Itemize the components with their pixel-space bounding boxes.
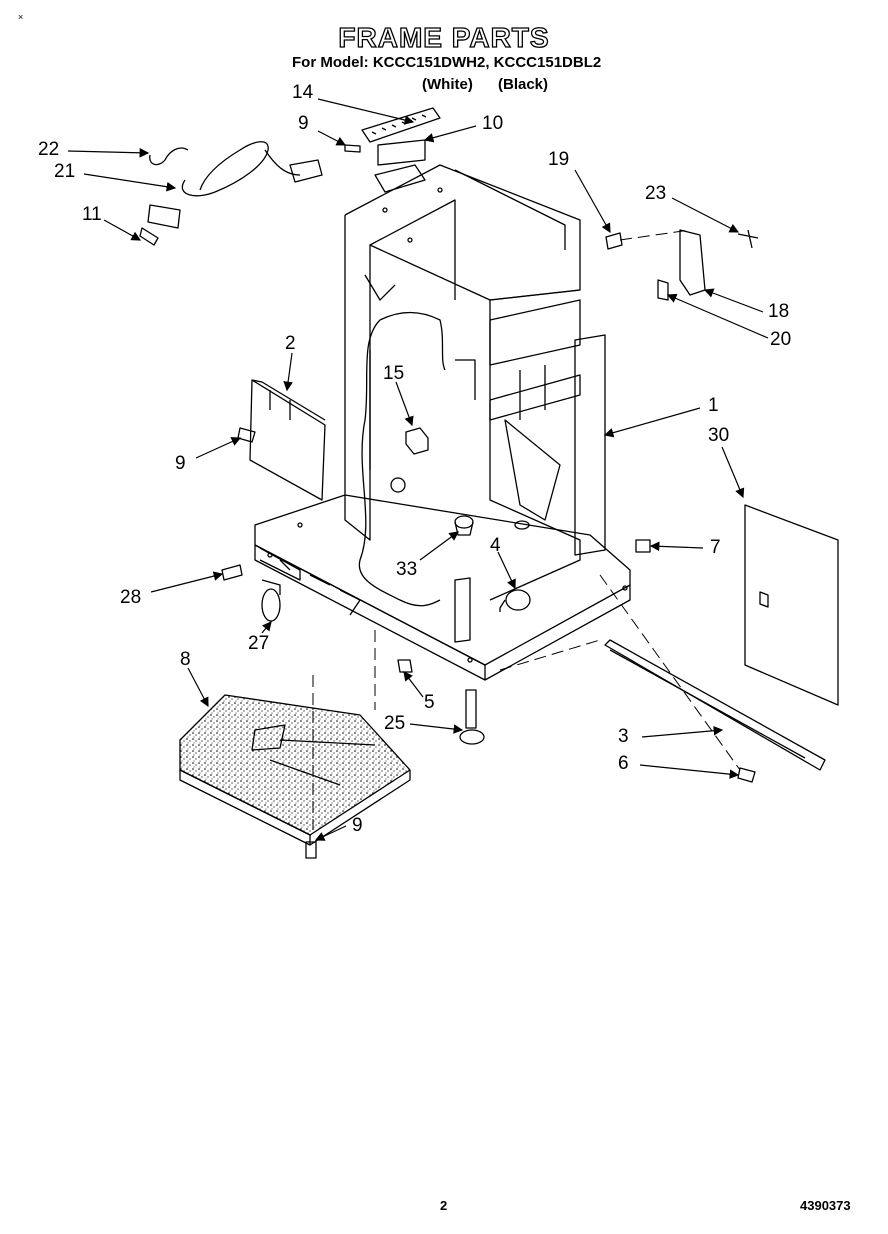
part-23: [737, 229, 759, 249]
callout-22: 22: [38, 139, 60, 160]
callout-9a: 9: [298, 113, 309, 134]
leader-9a: [317, 130, 347, 146]
callout-5: 5: [424, 692, 435, 713]
callout-14: 14: [292, 82, 314, 103]
part-9-top: [344, 144, 361, 153]
part-30: [744, 504, 839, 706]
callout-28: 28: [120, 587, 142, 608]
part-14: [361, 107, 441, 143]
base: [254, 494, 631, 681]
part-15: [405, 427, 429, 455]
callout-18: 18: [768, 301, 790, 322]
leader-25: [409, 723, 464, 734]
leader-21: [83, 173, 177, 192]
leader-20: [666, 293, 769, 339]
callout-23: 23: [645, 183, 667, 204]
leader-2: [283, 352, 293, 392]
callout-30: 30: [708, 425, 730, 446]
part-9-left: [237, 427, 256, 443]
callout-33: 33: [396, 559, 418, 580]
callout-10: 10: [482, 113, 504, 134]
leader-7: [649, 541, 704, 552]
part-11: [139, 227, 159, 246]
part-6: [737, 767, 756, 783]
callout-20: 20: [770, 329, 792, 350]
callout-4: 4: [490, 535, 501, 556]
part-27: [261, 579, 281, 622]
part-10: [377, 139, 426, 166]
part-9-bottom: [305, 841, 317, 859]
page-number: 2: [440, 1198, 448, 1213]
leader-8: [187, 667, 209, 708]
leader-23: [671, 197, 740, 233]
color-white-label: (White): [422, 76, 473, 93]
leader-6: [639, 764, 740, 779]
callout-1: 1: [708, 395, 719, 416]
callout-7: 7: [710, 537, 721, 558]
callout-3: 3: [618, 726, 629, 747]
part-8: [179, 694, 411, 846]
model-line: For Model: KCCC151DWH2, KCCC151DBL2: [292, 54, 602, 71]
leader-19: [574, 169, 611, 234]
leader-9c: [314, 825, 347, 841]
leader-10: [423, 125, 477, 143]
leader-15: [395, 381, 414, 427]
part-7: [635, 539, 651, 553]
leader-1: [603, 407, 701, 438]
part-2: [249, 379, 326, 501]
corner-mark: ×: [18, 12, 24, 22]
callout-27: 27: [248, 633, 270, 654]
leader-9b: [195, 437, 242, 459]
part-25: [459, 689, 485, 745]
part-33: [454, 515, 474, 536]
callout-6: 6: [618, 753, 629, 774]
part-18: [679, 229, 706, 296]
wire-harness: [358, 319, 441, 607]
leader-5: [403, 671, 424, 698]
color-black-label: (Black): [498, 76, 549, 93]
leader-28: [150, 571, 224, 593]
leader-27: [261, 621, 272, 634]
callout-2: 2: [285, 333, 296, 354]
part-28: [221, 564, 243, 581]
page-title: FRAME PARTS: [338, 21, 550, 53]
leader-3: [641, 725, 724, 738]
leader-22: [67, 147, 150, 158]
main-frame: [344, 164, 606, 601]
leader-4: [497, 551, 516, 590]
callout-21: 21: [54, 161, 76, 182]
part-22: [149, 147, 189, 166]
part-code: 4390373: [800, 1198, 851, 1213]
callout-9c: 9: [352, 815, 363, 836]
callout-11: 11: [82, 204, 102, 225]
callout-19: 19: [548, 149, 570, 170]
part-19: [605, 232, 623, 250]
callout-9b: 9: [175, 453, 186, 474]
callout-15: 15: [383, 363, 405, 384]
callout-8: 8: [180, 649, 191, 670]
leader-18: [703, 288, 764, 313]
leader-11: [103, 219, 142, 241]
part-20: [657, 279, 669, 301]
part-21: [147, 141, 323, 229]
part-4: [499, 589, 531, 612]
leader-33: [419, 531, 459, 561]
leader-14: [317, 98, 415, 125]
leader-30: [721, 446, 745, 499]
callout-25: 25: [384, 713, 406, 734]
part-3: [604, 639, 826, 771]
part-5: [397, 659, 413, 673]
